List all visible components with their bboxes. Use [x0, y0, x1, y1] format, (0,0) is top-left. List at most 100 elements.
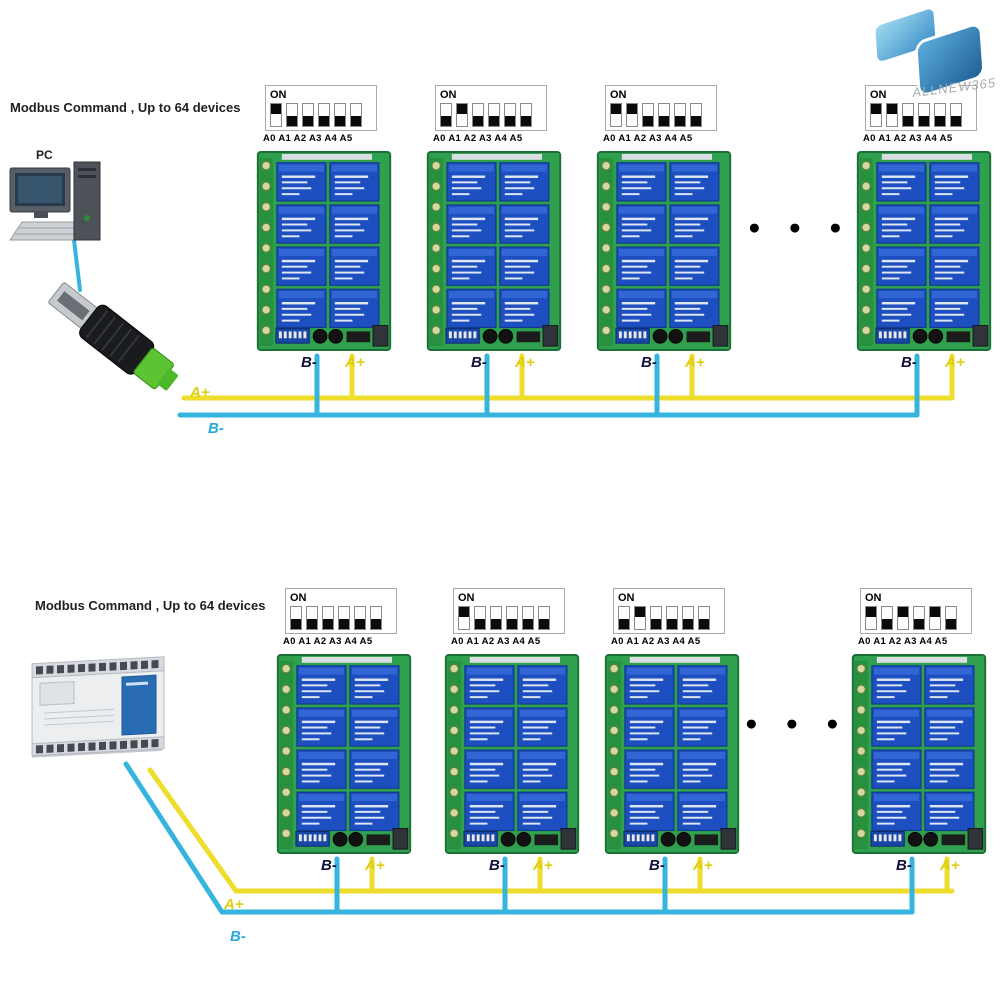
dip-switch: [488, 103, 500, 127]
dip-address-labels: A0 A1 A2 A3 A4 A5: [433, 133, 523, 144]
terminal-label-a-plus: A+: [945, 354, 965, 371]
relay-board-graphic: [604, 653, 740, 855]
relay-module: ON A0 A1 A2 A3 A4 A5 B- A+: [425, 85, 565, 374]
relay-board-graphic: [851, 653, 987, 855]
section-caption-bottom: Modbus Command , Up to 64 devices: [35, 598, 266, 613]
dip-on-label: ON: [618, 592, 635, 604]
dip-switches: [865, 606, 967, 630]
dip-switches: [618, 606, 720, 630]
relay-module: ON A0 A1 A2 A3 A4 A5 B- A+: [275, 588, 415, 877]
terminal-label-a-plus: A+: [345, 354, 365, 371]
dip-switch: [674, 103, 686, 127]
terminal-label-a-plus: A+: [685, 354, 705, 371]
dip-address-labels: A0 A1 A2 A3 A4 A5: [283, 636, 373, 647]
terminal-labels: B- A+: [595, 354, 735, 374]
dip-switch: [490, 606, 502, 630]
dip-switch: [913, 606, 925, 630]
ellipsis-dots-bottom: ● ● ●: [745, 712, 850, 735]
relay-board-graphic: [856, 150, 992, 352]
wire-bus-b-bottom: [123, 761, 915, 915]
terminal-label-b-minus: B-: [649, 857, 665, 874]
terminal-label-b-minus: B-: [471, 354, 487, 371]
pc-icon: [9, 161, 101, 241]
dip-switch: [370, 606, 382, 630]
relay-module: ON A0 A1 A2 A3 A4 A5 B- A+: [443, 588, 583, 877]
dip-switch: [618, 606, 630, 630]
dip-on-label: ON: [865, 592, 882, 604]
dip-switch: [642, 103, 654, 127]
relay-board-graphic: [276, 653, 412, 855]
dip-switch: [666, 606, 678, 630]
dip-on-label: ON: [458, 592, 475, 604]
terminal-label-a-plus: A+: [693, 857, 713, 874]
dip-address-labels: A0 A1 A2 A3 A4 A5: [611, 636, 701, 647]
relay-module: ON A0 A1 A2 A3 A4 A5 B- A+: [595, 85, 735, 374]
relay-board-graphic: [426, 150, 562, 352]
plc-icon: [31, 656, 165, 758]
dip-switch: [458, 606, 470, 630]
terminal-labels: B- A+: [603, 857, 743, 877]
dip-switch: [902, 103, 914, 127]
dip-address-labels: A0 A1 A2 A3 A4 A5: [263, 133, 353, 144]
dip-switch: [682, 606, 694, 630]
terminal-labels: B- A+: [443, 857, 583, 877]
dip-switch: [881, 606, 893, 630]
terminal-label-a-plus: A+: [533, 857, 553, 874]
relay-board-graphic: [596, 150, 732, 352]
terminal-labels: B- A+: [255, 354, 395, 374]
dip-switch: [886, 103, 898, 127]
dip-switch: [520, 103, 532, 127]
dip-on-label: ON: [270, 89, 287, 101]
dip-switch: [334, 103, 346, 127]
dip-switch: [634, 606, 646, 630]
dip-switch: [456, 103, 468, 127]
terminal-labels: B- A+: [275, 857, 415, 877]
dip-switch: [318, 103, 330, 127]
dip-switch-panel: ON: [605, 85, 717, 131]
watermark-logo: [872, 6, 985, 96]
bus-a-label-bottom: A+: [224, 896, 244, 913]
dip-switches: [440, 103, 542, 127]
dip-switch: [440, 103, 452, 127]
terminal-label-b-minus: B-: [489, 857, 505, 874]
ellipsis-dots-top: ● ● ●: [748, 216, 853, 239]
dip-switches: [290, 606, 392, 630]
relay-module: ON A0 A1 A2 A3 A4 A5 B- A+: [603, 588, 743, 877]
dip-switch: [918, 103, 930, 127]
dip-switch: [354, 606, 366, 630]
dip-on-label: ON: [610, 89, 627, 101]
usb-rs485-adapter-icon: [48, 282, 178, 391]
dip-switch: [474, 606, 486, 630]
wire-bus-a-bottom: [147, 767, 955, 894]
dip-switch: [538, 606, 550, 630]
terminal-label-b-minus: B-: [896, 857, 912, 874]
dip-switch: [934, 103, 946, 127]
dip-switch: [522, 606, 534, 630]
dip-switch: [610, 103, 622, 127]
dip-switch: [506, 606, 518, 630]
terminal-labels: B- A+: [425, 354, 565, 374]
dip-switch: [286, 103, 298, 127]
terminal-label-b-minus: B-: [641, 354, 657, 371]
dip-switch: [929, 606, 941, 630]
dip-switch-panel: ON: [435, 85, 547, 131]
terminal-labels: B- A+: [850, 857, 990, 877]
terminal-labels: B- A+: [855, 354, 995, 374]
dip-address-labels: A0 A1 A2 A3 A4 A5: [451, 636, 541, 647]
dip-switches: [610, 103, 712, 127]
dip-switch: [290, 606, 302, 630]
dip-switch: [350, 103, 362, 127]
dip-on-label: ON: [440, 89, 457, 101]
dip-switch-panel: ON: [453, 588, 565, 634]
terminal-label-a-plus: A+: [940, 857, 960, 874]
dip-switch: [504, 103, 516, 127]
dip-switch: [690, 103, 702, 127]
dip-switches: [270, 103, 372, 127]
dip-address-labels: A0 A1 A2 A3 A4 A5: [858, 636, 948, 647]
dip-switch: [270, 103, 282, 127]
relay-module: ON A0 A1 A2 A3 A4 A5 B- A+: [850, 588, 990, 877]
terminal-label-b-minus: B-: [321, 857, 337, 874]
dip-switch-panel: ON: [265, 85, 377, 131]
